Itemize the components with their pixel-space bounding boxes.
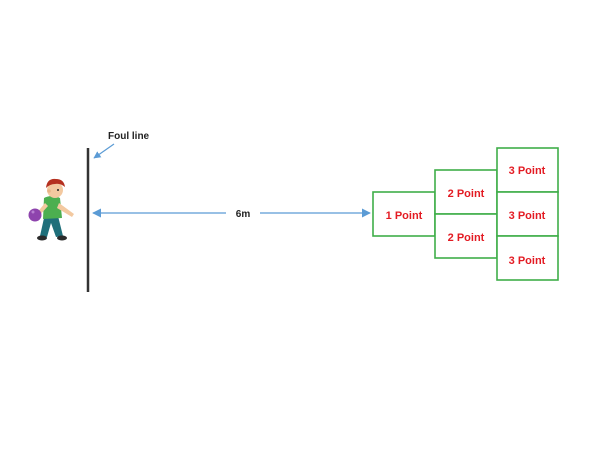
foul-line-label: Foul line bbox=[108, 131, 150, 142]
zone-3-point-middle-label: 3 Point bbox=[509, 210, 546, 222]
zone-3-point-top-label: 3 Point bbox=[509, 165, 546, 177]
bowling-ball-icon bbox=[28, 208, 42, 222]
zone-2-point-bottom-label: 2 Point bbox=[448, 232, 485, 244]
zone-1-point-label: 1 Point bbox=[386, 210, 423, 222]
scoring-zones: 1 Point 2 Point 2 Point 3 Point 3 Point … bbox=[372, 147, 559, 281]
zone-2-point-bottom bbox=[434, 213, 498, 259]
foul-line-pointer-arrow bbox=[93, 143, 115, 159]
zone-3-point-bottom-label: 3 Point bbox=[509, 255, 546, 267]
bowler-boy-icon bbox=[36, 178, 74, 241]
zone-3-point-bottom bbox=[496, 235, 559, 281]
zone-1-point bbox=[372, 191, 436, 237]
distance-label: 6m bbox=[236, 209, 251, 220]
zone-2-point-top-label: 2 Point bbox=[448, 188, 485, 200]
